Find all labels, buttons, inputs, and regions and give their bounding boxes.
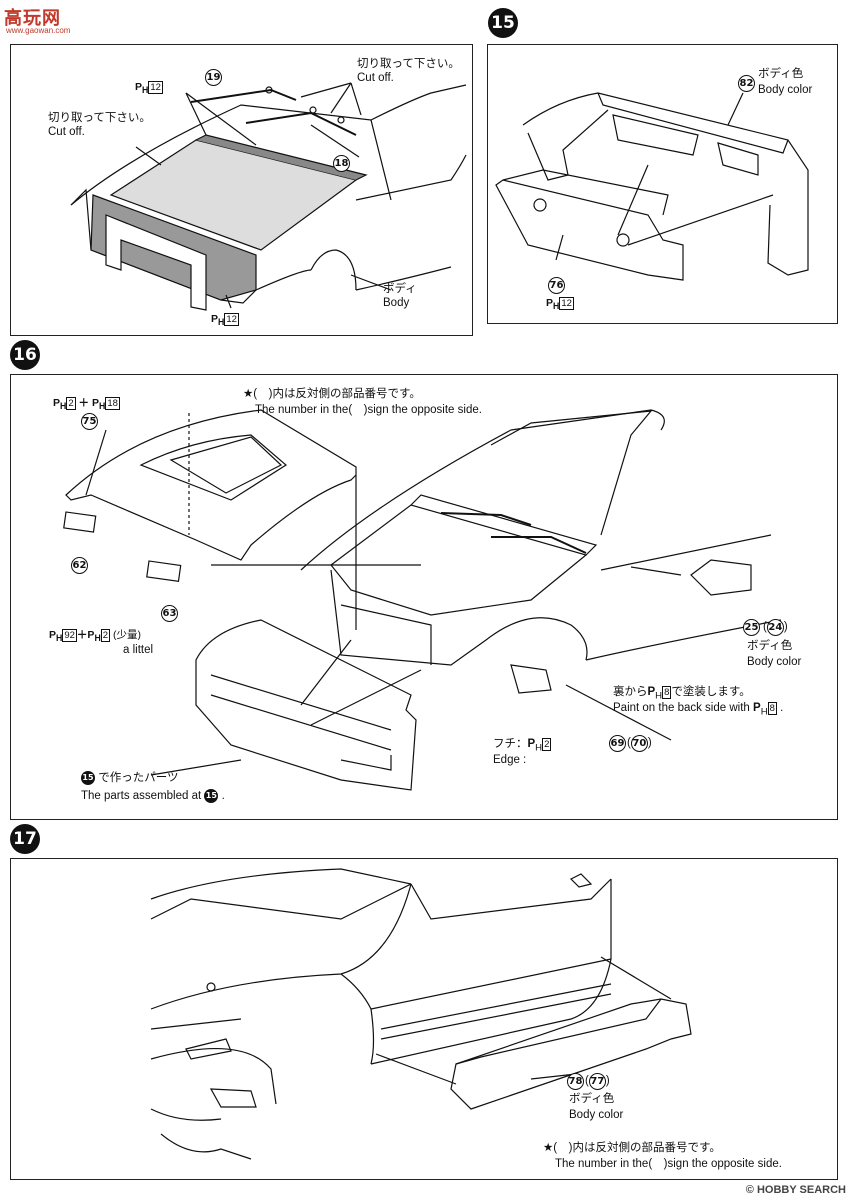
part-number-18: 18 [333,155,350,172]
rear-bumper-illustration [495,92,809,281]
part-number-82: 82 [738,75,755,92]
cut-off-note-left-en: Cut off. [48,126,85,138]
part-number-77-opposite: (77) [585,1073,610,1090]
part-number-75: 75 [81,413,98,430]
assembled-parts-jp: 15 で作ったパーツ [81,771,179,785]
opposite-side-note-jp: ★( )内は反対側の部品番号です。 [243,388,421,400]
cut-off-note-left-jp: 切り取って下さい。 [48,112,151,124]
part-number-25: 25 [743,619,760,636]
part-number-76: 76 [548,277,565,294]
mirror-body-color-jp: ボディ色 [747,640,793,652]
site-logo-url: www.gaowan.com [6,26,71,35]
part-number-63: 63 [161,605,178,622]
mirror-body-color-en: Body color [747,656,802,668]
step-number-16: 16 [10,340,40,370]
part-number-78: 78 [567,1073,584,1090]
body-label-en: Body [383,297,410,309]
part-number-69: 69 [609,735,626,752]
cut-off-note-right-en: Cut off. [357,72,394,84]
part-number-24-opposite: (24) [763,619,788,636]
step-number-17: 17 [10,824,40,854]
body-color-jp: ボディ色 [758,68,804,80]
assembled-parts-en: The parts assembled at 15 . [81,789,225,803]
front-assembly-illustration [63,409,782,791]
side-skirt-illustration [150,868,692,1160]
step-number-15: 15 [488,8,518,38]
opposite-side-note-en-17: The number in the( )sign the opposite si… [555,1158,782,1170]
cut-off-note-right-jp: 切り取って下さい。 [357,58,460,70]
part-number-70-opposite: (70) [627,735,652,752]
body-color-en: Body color [758,84,813,96]
a-little-note: a littel [123,644,154,656]
site-logo: 高玩网 [4,8,61,28]
edge-paint-en: Edge : [493,754,527,766]
hood-area-illustration [70,82,467,311]
opposite-side-note-jp-17: ★( )内は反対側の部品番号です。 [543,1142,721,1154]
part-number-62: 62 [71,557,88,574]
skirt-body-color-jp: ボディ色 [569,1093,615,1105]
body-label-jp: ボディ [383,283,417,295]
part-number-19: 19 [205,69,222,86]
opposite-side-note-en: The number in the( )sign the opposite si… [255,404,482,416]
hobby-search-watermark: © HOBBY SEARCH [745,1184,846,1196]
skirt-body-color-en: Body color [569,1109,624,1121]
panel-step-17: 78 (77) ボディ色 Body color ★( )内は反対側の部品番号です… [10,858,838,1180]
